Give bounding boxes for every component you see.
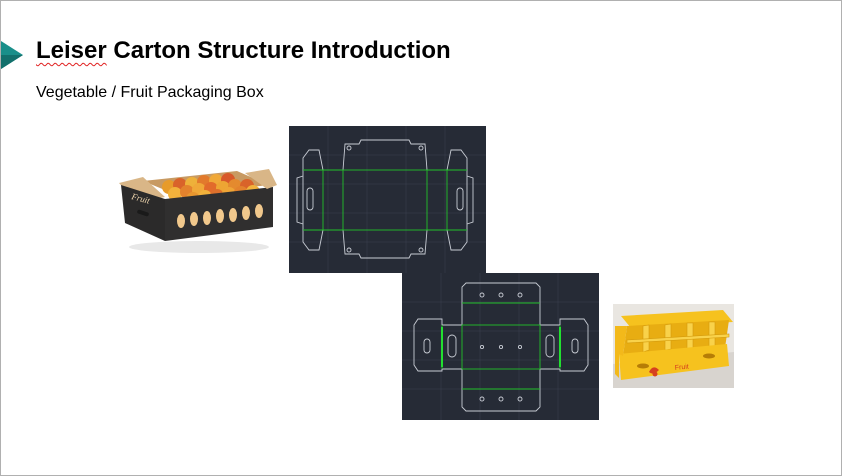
- slide-accent-marker: [1, 41, 23, 69]
- page-title: Leiser Carton Structure Introduction: [36, 37, 451, 65]
- yellow-box-print: Fruit: [674, 364, 689, 372]
- title-brand: Leiser: [36, 37, 107, 64]
- fruit-box-photo: Fruit: [117, 161, 279, 256]
- dieline-drawing-1: [289, 126, 486, 273]
- page-subtitle: Vegetable / Fruit Packaging Box: [36, 84, 264, 101]
- yellow-box-photo: Fruit: [613, 304, 734, 388]
- dieline-drawing-2: [402, 273, 599, 420]
- title-text: Carton Structure Introduction: [106, 37, 451, 64]
